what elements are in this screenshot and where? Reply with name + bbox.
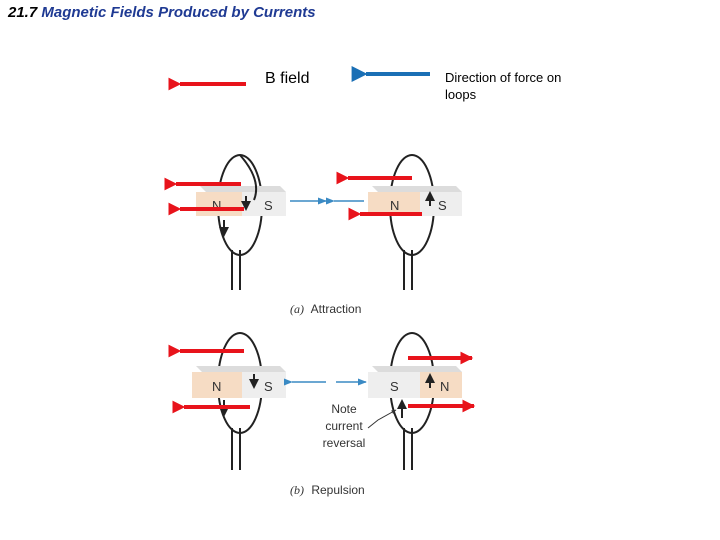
right-magnet-a-pole1: N [390,198,399,213]
note-line-2: current [325,419,363,433]
right-magnet-b-pole1: S [390,379,399,394]
left-magnet-b-pole1: N [212,379,221,394]
right-magnet-b-pole2: N [440,379,449,394]
panel-b-caption-text: Repulsion [311,483,364,497]
note-line-3: reversal [323,436,366,450]
force-legend-label: Direction of force on loops [445,70,562,102]
page-title: 21.7 Magnetic Fields Produced by Current… [8,4,316,21]
right-loop-a [389,154,435,290]
left-loop-a-front [239,154,258,201]
title-number: 21.7 [8,4,38,21]
right-magnet-b: S N [368,366,462,398]
panel-b-caption: (b) Repulsion [290,483,365,497]
panel-a-caption-letter: (a) [290,302,304,316]
note-line-1: Note [331,402,357,416]
panel-a-caption: (a) Attraction [290,302,361,316]
right-magnet-a-pole2: S [438,198,447,213]
left-magnet-a: N S [196,186,286,216]
right-magnet-a: N S [368,186,462,216]
panel-b-repulsion: N S S N Note current reversal [168,332,476,497]
panel-a-caption-text: Attraction [311,302,362,316]
note-pointer [367,409,397,429]
left-magnet-a-pole2: S [264,198,273,213]
title-text: Magnetic Fields Produced by Currents [41,4,316,21]
b-field-legend-label: B field [265,70,310,87]
panel-a-attraction: N S N S (a) At [164,154,462,316]
panel-b-caption-letter: (b) [290,483,304,497]
left-magnet-a-pole1: N [212,198,221,213]
left-magnet-b: N S [192,366,286,398]
right-loop-b [389,332,435,470]
left-magnet-b-pole2: S [264,379,273,394]
